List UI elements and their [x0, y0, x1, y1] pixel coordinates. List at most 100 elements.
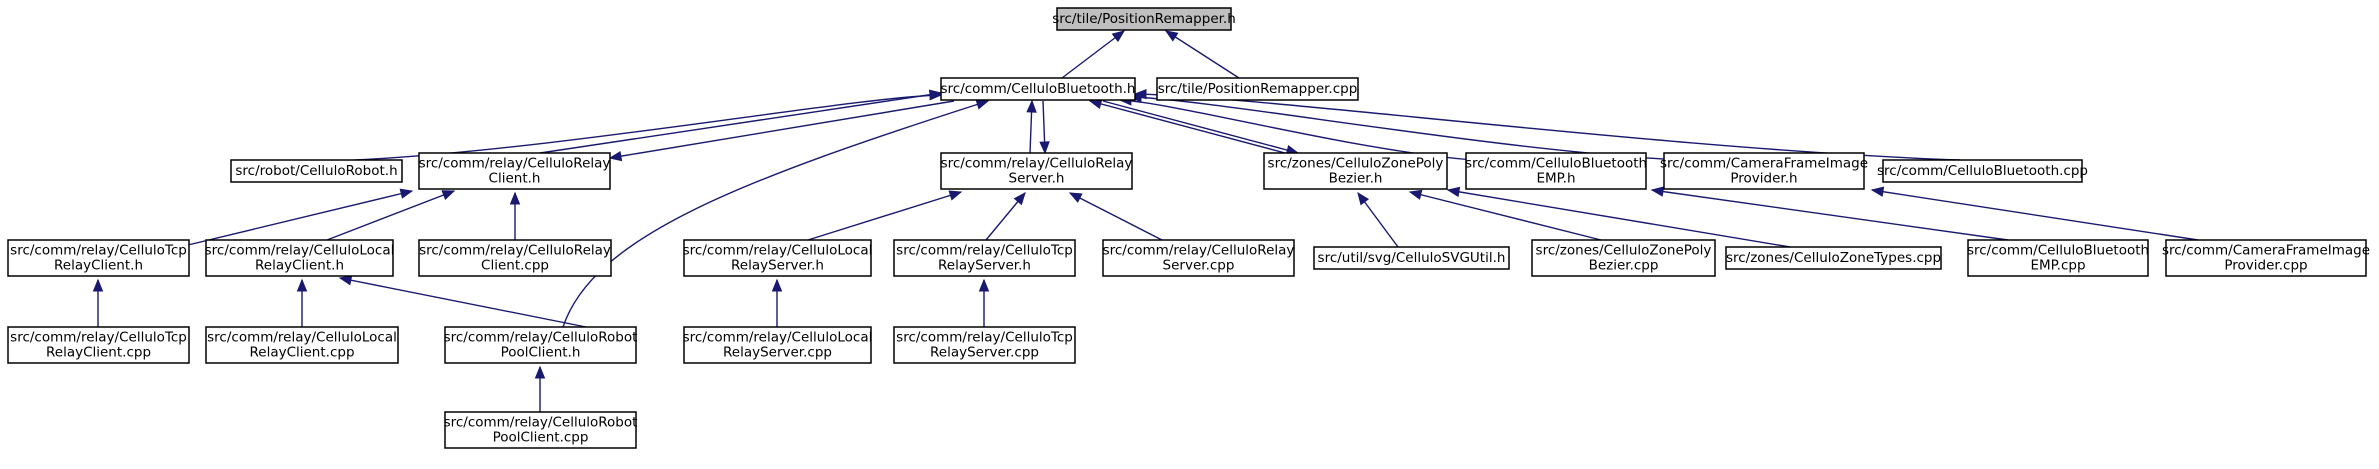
arrow-head [509, 191, 521, 205]
node-robot[interactable]: src/robot/CelluloRobot.h [230, 159, 403, 183]
edge-line [1102, 100, 1299, 154]
node-label: src/comm/relay/CelluloRelay [1103, 243, 1295, 259]
node-label: Client.h [489, 171, 541, 187]
node-label: src/comm/relay/CelluloTcp [896, 330, 1073, 346]
node-box [1056, 7, 1232, 31]
edge-rch-to-tcpCH [187, 188, 414, 246]
node-box [1725, 246, 1942, 270]
edge-zpbh-to-ztcpp [1446, 186, 1791, 248]
node-box [683, 326, 872, 364]
arrow-head [975, 99, 990, 110]
node-label: Provider.cpp [2224, 258, 2307, 274]
node-label: RelayServer.cpp [723, 345, 832, 361]
edge-rpcH-to-rpcCpp [534, 365, 546, 412]
edge-tcpSH-to-tcpScpp [978, 278, 990, 327]
edge-line [1069, 192, 1163, 241]
arrow-head [534, 365, 546, 379]
edge-zpbh-to-zpbcpp [1408, 189, 1602, 241]
arrow-head [1013, 191, 1026, 206]
node-label: src/tile/PositionRemapper.h [1052, 11, 1236, 27]
node-label: src/comm/relay/CelluloLocal [205, 243, 395, 259]
node-label: RelayClient.h [54, 258, 143, 274]
node-label: src/comm/relay/CelluloTcp [10, 330, 187, 346]
node-label: src/comm/relay/CelluloRobot [444, 415, 638, 431]
node-box [893, 326, 1076, 364]
arrow-head [296, 278, 308, 292]
arrow-head [1039, 141, 1050, 155]
node-rpcCpp[interactable]: src/comm/relay/CelluloRobotPoolClient.cp… [444, 411, 638, 449]
node-box [1882, 159, 2083, 183]
node-label: RelayClient.cpp [46, 345, 151, 361]
edges-layer [92, 30, 2199, 412]
node-box [205, 239, 394, 277]
node-label: src/comm/relay/CelluloRobot [444, 330, 638, 346]
edge-cbh-to-robot [354, 90, 943, 161]
edge-tcpCH-to-tcpCcpp [92, 278, 104, 327]
node-svg[interactable]: src/util/svg/CelluloSVGUtil.h [1313, 246, 1510, 270]
edge-line [187, 190, 413, 246]
node-label: EMP.h [1536, 171, 1575, 187]
node-box [7, 326, 190, 364]
node-label: src/comm/relay/CelluloRelay [419, 243, 611, 259]
edge-locCH-to-locCcpp [296, 278, 308, 327]
edge-locCH-to-rpcH [338, 275, 587, 328]
node-box [230, 159, 403, 183]
edge-line [1129, 96, 1681, 161]
node-label: src/comm/CameraFrameImage [1660, 156, 1868, 172]
edge-zpbh-to-cbh [1102, 100, 1300, 156]
edge-rch-to-rccpp [509, 191, 521, 240]
node-label: src/comm/relay/CelluloRelay [419, 156, 611, 172]
node-box [444, 326, 637, 364]
node-label: RelayServer.h [731, 258, 824, 274]
node-box [444, 411, 637, 449]
arrow-head [1164, 30, 1179, 42]
node-box [1156, 77, 1359, 101]
node-label: RelayClient.h [255, 258, 344, 274]
node-ztcpp[interactable]: src/zones/CelluloZoneTypes.cpp [1725, 246, 1942, 270]
node-label: src/comm/relay/CelluloLocal [683, 330, 873, 346]
edge-line [1165, 30, 1240, 79]
node-cbcpp[interactable]: src/comm/CelluloBluetooth.cpp [1877, 159, 2088, 183]
node-label: Client.cpp [481, 258, 549, 274]
node-locScpp[interactable]: src/comm/relay/CelluloLocalRelayServer.c… [683, 326, 873, 364]
arrow-head [441, 190, 456, 201]
edge-line [326, 190, 455, 241]
arrow-head [771, 278, 783, 292]
edge-line [562, 100, 989, 328]
edge-line [1061, 30, 1125, 79]
node-box [418, 152, 611, 190]
edge-root-to-prcpp [1164, 30, 1240, 79]
nodes-layer: src/tile/PositionRemapper.h src/comm/Cell… [7, 7, 2370, 449]
node-locCcpp[interactable]: src/comm/relay/CelluloLocalRelayClient.c… [205, 326, 399, 364]
node-label: src/comm/relay/CelluloTcp [10, 243, 187, 259]
arrow-head [1408, 189, 1423, 200]
edge-cbh-to-cfiH [1128, 92, 1681, 161]
node-box [893, 239, 1076, 277]
node-root[interactable]: src/tile/PositionRemapper.h [1052, 7, 1236, 31]
node-cbh[interactable]: src/comm/CelluloBluetooth.h [940, 77, 1136, 101]
node-prcpp[interactable]: src/tile/PositionRemapper.cpp [1156, 77, 1359, 101]
edge-line [1409, 191, 1602, 241]
node-box [1967, 239, 2149, 277]
node-label: src/comm/CameraFrameImage [2162, 243, 2370, 259]
edge-locSH-to-locScpp [771, 278, 783, 327]
node-label: RelayServer.h [938, 258, 1031, 274]
node-box [940, 152, 1133, 190]
